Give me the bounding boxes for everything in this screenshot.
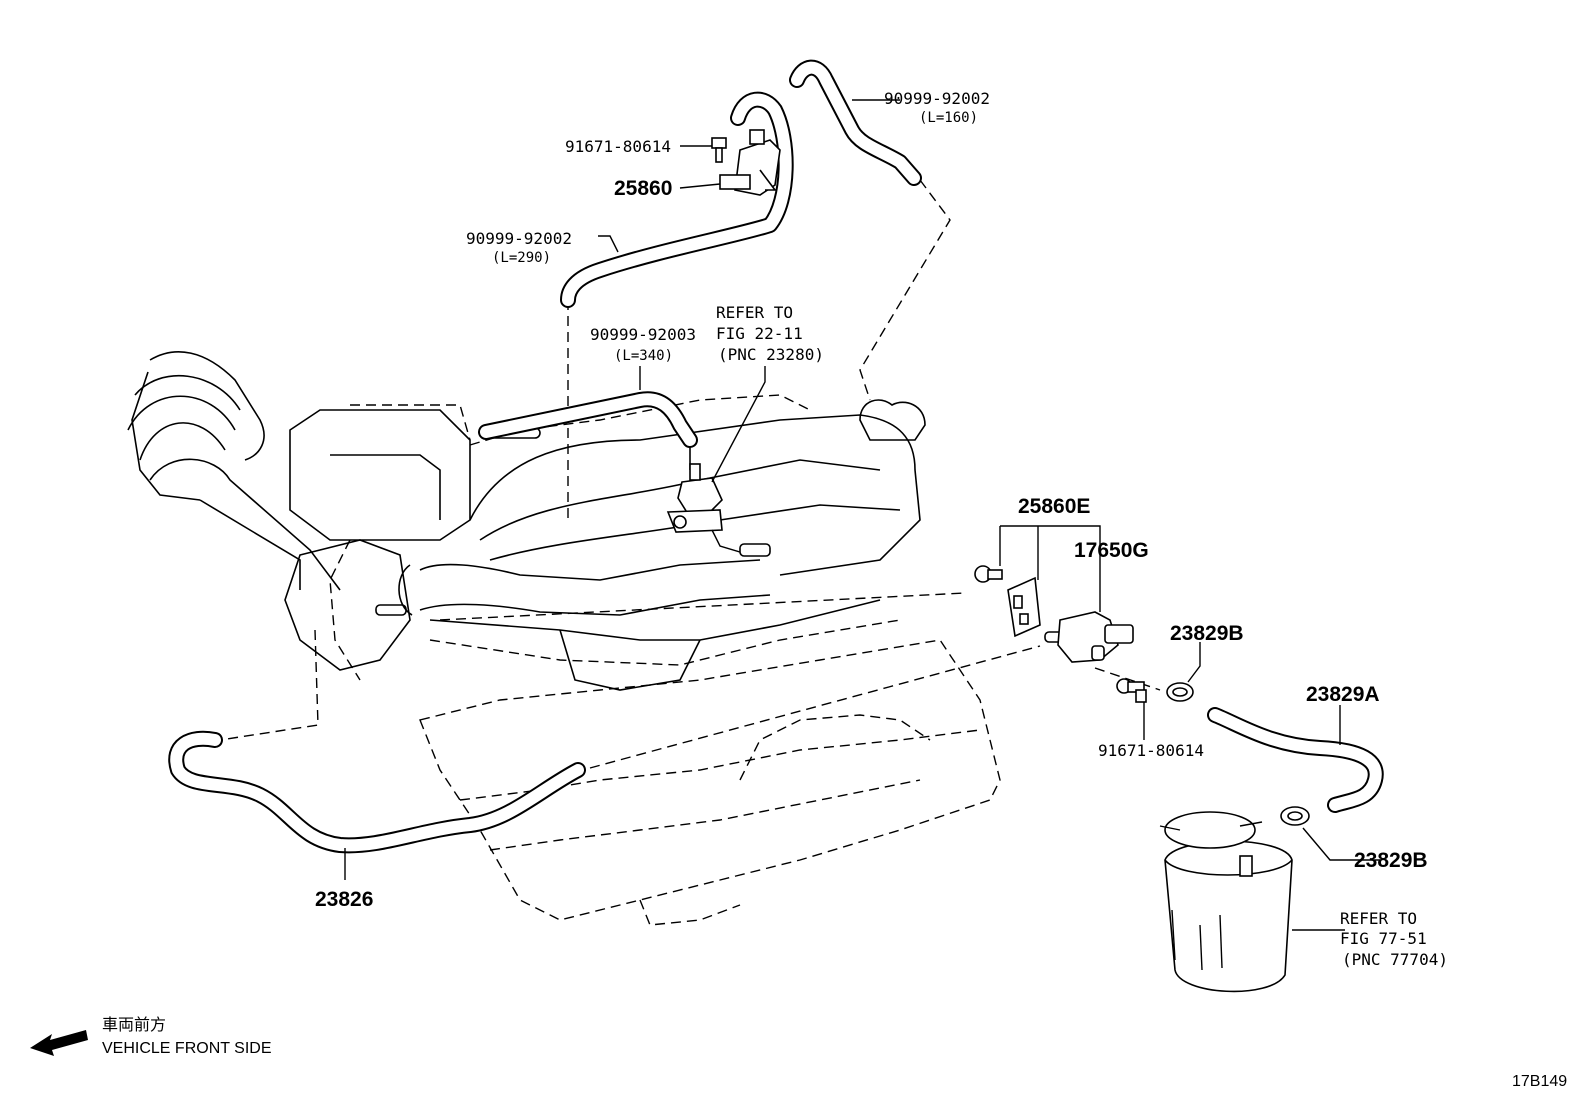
clamp-23829B-top-part [1166,682,1194,702]
label-90999-92002-mid: 90999-92002 [466,229,572,248]
engine-intake-assembly [127,351,1001,926]
label-refer-77-51-line3: (PNC 77704) [1342,950,1448,969]
label-refer-77-51-line1: REFER TO [1340,909,1417,928]
label-L290: (L=290) [492,250,551,266]
label-L160: (L=160) [919,110,978,126]
bolt-91671-top-part [711,137,727,163]
label-23829B-bottom: 23829B [1354,849,1428,872]
vsv-25860-part [719,129,781,196]
leader-lines [344,99,1380,931]
vehicle-front-indicator: 車両前方 VEHICLE FRONT SIDE [30,1015,272,1057]
label-23826: 23826 [315,888,373,911]
bracket-25860E-part [1007,576,1041,638]
label-refer-22-11-line1: REFER TO [716,303,793,322]
front-arrow-icon [30,1030,88,1056]
label-25860: 25860 [614,177,672,200]
hose-90999-92002-L290 [560,91,794,308]
charcoal-canister-part [1159,811,1293,993]
label-90999-92003: 90999-92003 [590,325,696,344]
label-90999-92002-top: 90999-92002 [884,89,990,108]
label-91671-80614-top: 91671-80614 [565,137,671,156]
label-25860E: 25860E [1018,495,1090,518]
label-17650G: 17650G [1074,539,1149,562]
label-refer-22-11-line2: FIG 22-11 [716,324,803,343]
label-L340: (L=340) [614,348,673,364]
bolt-bracket-part [974,565,1003,583]
direction-jp: 車両前方 [102,1015,166,1034]
connection-lines [219,179,1161,769]
part-labels: 90999-92002 (L=160) 91671-80614 25860 90… [315,89,1448,969]
valve-17650G-part [1044,611,1134,663]
hose-23829A [1207,707,1384,813]
label-refer-77-51-line2: FIG 77-51 [1340,929,1427,948]
hose-90999-92003-L340 [478,391,698,448]
hose-23826 [168,730,586,854]
figure-id: 17B149 [1512,1073,1567,1090]
vacuum-switching-valve-part [666,463,771,557]
label-91671-80614-bottom: 91671-80614 [1098,741,1204,760]
label-23829B-top: 23829B [1170,622,1244,645]
clamp-23829B-bottom-part [1280,806,1310,826]
hose-90999-92002-L160 [789,59,922,186]
label-23829A: 23829A [1306,683,1380,706]
label-refer-22-11-line3: (PNC 23280) [718,345,824,364]
bolt-91671-bottom-part [1116,678,1147,703]
direction-en: VEHICLE FRONT SIDE [102,1040,272,1057]
